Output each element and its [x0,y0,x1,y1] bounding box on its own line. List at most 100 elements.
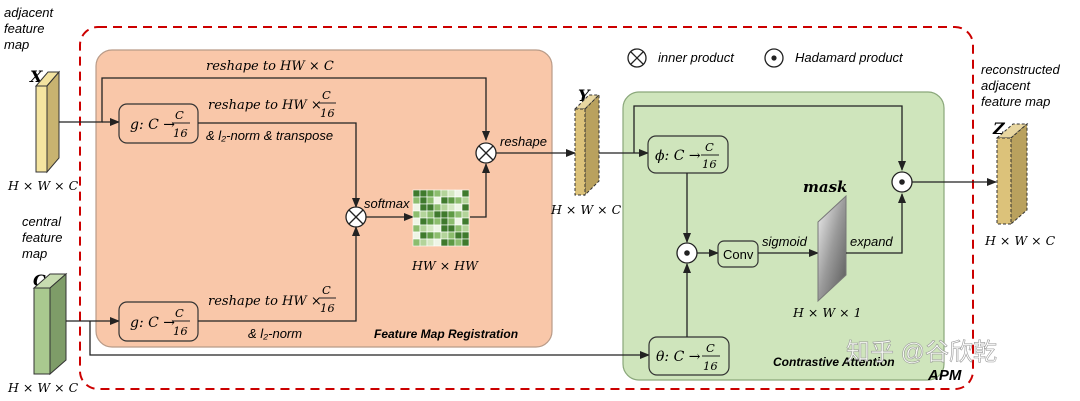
matrix-cell [433,196,442,205]
matrix-cell [433,189,442,198]
conv-box [717,240,759,268]
inner-product-legend-label: inner product [658,50,735,65]
z-dims: H × W × C [984,233,1056,248]
apm-label: APM [927,367,962,384]
theta-denominator: 16 [703,359,718,373]
matrix-cell [461,196,470,205]
g-bottom-to-product-path [198,226,360,322]
output-label-line3: feature map [981,94,1050,109]
g-top-denominator: 16 [173,126,188,140]
g-bottom-numerator: C [175,306,184,320]
matrix-cell [412,189,421,198]
y-dims: H × W × C [550,202,622,217]
adjacent-label-line1: adjacent [4,5,55,20]
matrix-cell [419,189,428,198]
x-feature-map [34,70,61,174]
matrix-cell [440,231,449,240]
c-feature-map [32,272,68,376]
reshape-hw-bottom-numerator: C [322,283,331,297]
central-label-line1: central [22,214,62,229]
apm-boundary [79,26,974,390]
matrix-cell [447,224,456,233]
y-feature-map [573,93,601,197]
adjacent-label-line2: feature [4,21,44,36]
matrix-cell [412,224,421,233]
matrix-cell [426,238,435,247]
matrix-cell [412,196,421,205]
g-top-label: g: C → [130,117,175,133]
matrix-cell [440,238,449,247]
matrix-cell [454,231,463,240]
matrix-cell [433,231,442,240]
phi-denominator: 16 [702,157,717,171]
matrix-cell [440,196,449,205]
hadamard-product-legend-label: Hadamard product [795,50,904,65]
matrix-cell [447,238,456,247]
attention-matrix [412,189,470,247]
mask-plane [817,194,847,303]
matrix-cell [447,231,456,240]
inner-product-node [345,206,367,228]
matrix-cell [447,210,456,219]
output-label-line1: reconstructed [981,62,1061,77]
g-top-to-product-path [198,122,360,208]
matrix-cell [461,238,470,247]
matrix-cell [454,210,463,219]
matrix-cell [412,238,421,247]
reshape-hw-bottom-denominator: 16 [320,301,335,315]
matrix-cell [419,224,428,233]
matrix-cell [426,210,435,219]
matrix-cell [454,224,463,233]
matrix-cell [440,224,449,233]
y-skip-path [633,105,906,171]
x-dims: H × W × C [7,178,79,193]
matrix-cell [433,203,442,212]
theta-box [648,336,730,376]
phi-numerator: C [705,140,714,154]
mask-label: mask [803,178,847,196]
g-top-numerator: C [175,108,184,122]
matrix-cell [426,217,435,226]
adjacent-label-line3: map [4,37,29,52]
matrix-cell [454,217,463,226]
c-dims: H × W × C [7,380,79,395]
watermark: 知乎 @谷欣乾 [846,339,997,366]
l2-norm-label: & l₂-norm [248,326,302,341]
matrix-cell [461,203,470,212]
matrix-cell [454,203,463,212]
matrix-cell [454,238,463,247]
reshape-out-label: reshape [500,134,547,149]
matrix-cell [447,203,456,212]
matrix-cell [454,196,463,205]
sigmoid-label: sigmoid [762,234,808,249]
reshape-hw-bottom-label: reshape to HW × [208,294,322,309]
matrix-cell [412,203,421,212]
matrix-cell [426,189,435,198]
g-bottom-denominator: 16 [173,324,188,338]
matrix-cell [447,217,456,226]
phi-label: ϕ: C → [655,148,701,164]
matrix-cell [426,224,435,233]
matrix-to-reshape-product-path [470,163,490,218]
matrix-cell [419,203,428,212]
matrix-cell [440,189,449,198]
matrix-cell [412,210,421,219]
central-label-line2: feature [22,230,62,245]
output-label-line2: adjacent [981,78,1032,93]
matrix-cell [433,217,442,226]
conv-label: Conv [723,247,754,262]
theta-label: θ: C → [656,349,701,365]
matrix-cell [433,224,442,233]
registration-panel [95,49,553,348]
output-hadamard-node [891,171,913,193]
matrix-cell [426,203,435,212]
matrix-cell [419,210,428,219]
reshape-hw-top-label: reshape to HW × [208,98,322,113]
matrix-cell [440,210,449,219]
reshape-hw-top-denominator: 16 [320,106,335,120]
matrix-cell [412,231,421,240]
matrix-cell [461,224,470,233]
matrix-cell [419,238,428,247]
matrix-cell [412,217,421,226]
